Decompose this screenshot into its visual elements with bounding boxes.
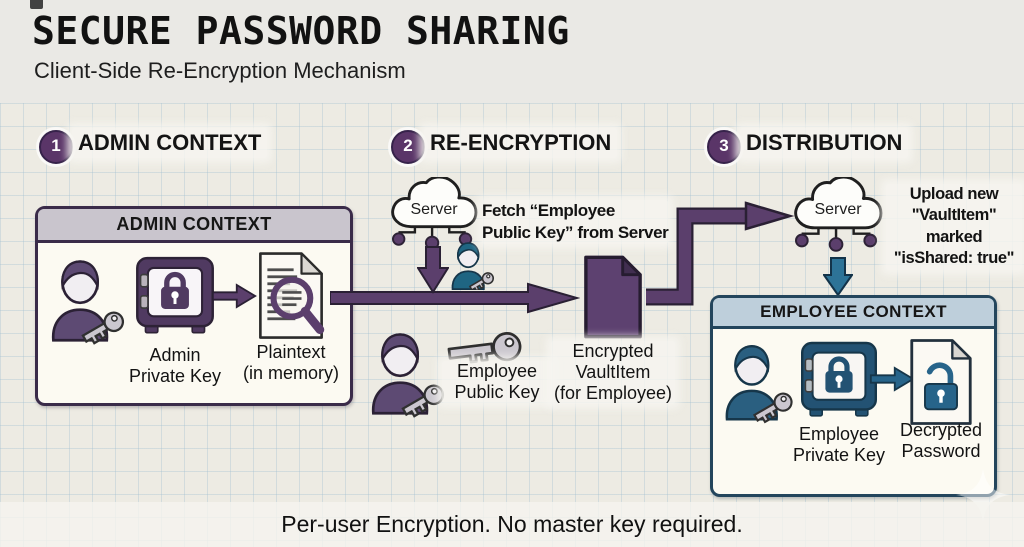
encrypted-vaultitem-icon [584, 255, 642, 339]
step-1-badge: 1 [39, 130, 73, 164]
distribution-down-arrow-icon [823, 257, 853, 297]
employee-public-key-label: Employee Public Key [442, 361, 552, 404]
distribution-server-cloud-icon [794, 177, 883, 252]
footer-band: Per-user Encryption. No master key requi… [0, 502, 1024, 547]
employee-user-key-icon [372, 333, 445, 418]
decrypted-password-label: Decrypted Password [899, 420, 983, 462]
plaintext-label: Plaintext (in memory) [242, 342, 339, 384]
admin-flow-arrow-icon [211, 283, 257, 309]
upload-elbow-arrow [646, 201, 794, 306]
admin-user-key-icon [52, 260, 125, 345]
reencryption-server-cloud-icon [391, 177, 478, 251]
decrypted-doc-icon [910, 339, 972, 425]
admin-private-key-label: Admin Private Key [128, 345, 222, 387]
footer-text: Per-user Encryption. No master key requi… [281, 511, 743, 537]
reencryption-server-label: Server [410, 201, 458, 218]
main-flow-arrow [330, 282, 580, 314]
employee-context-header: EMPLOYEE CONTEXT [713, 298, 994, 329]
step-1-label: ADMIN CONTEXT [72, 128, 268, 159]
encrypted-vaultitem-label: Encrypted VaultItem (for Employee) [551, 341, 675, 405]
server-down-arrow-icon [417, 246, 449, 294]
step-3-label: DISTRIBUTION [740, 128, 909, 159]
employee-flow-arrow-icon [869, 366, 915, 392]
employee-private-key-label: Employee Private Key [792, 424, 886, 466]
employee-vault-icon [801, 341, 877, 417]
distribution-server-label: Server [814, 201, 862, 218]
employee-mini-user-icon [451, 242, 495, 290]
admin-context-header: ADMIN CONTEXT [38, 209, 350, 243]
plaintext-doc-icon [259, 252, 325, 339]
sparkle-icon [956, 468, 1010, 522]
upload-note: Upload new "VaultItem" marked "isShared:… [886, 184, 1022, 270]
employee-public-key-icon [447, 332, 522, 364]
page-title: SECURE PASSWORD SHARING [32, 9, 570, 53]
admin-vault-icon [136, 256, 214, 334]
page-subtitle: Client-Side Re-Encryption Mechanism [34, 58, 406, 83]
corner-mark [30, 0, 43, 9]
step-2-badge: 2 [391, 130, 425, 164]
step-3-badge: 3 [707, 130, 741, 164]
employee-private-user-icon [725, 345, 793, 424]
step-2-label: RE-ENCRYPTION [424, 128, 618, 159]
fetch-note: Fetch “Employee Public Key” from Server [482, 200, 669, 245]
